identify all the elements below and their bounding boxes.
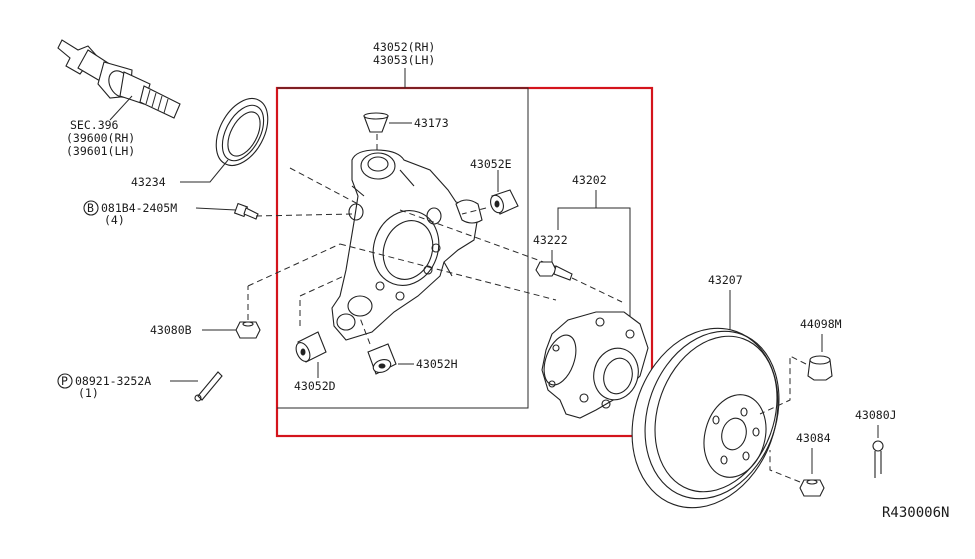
cap-44098m-drawing — [807, 355, 833, 381]
cap-43173-drawing — [363, 112, 389, 133]
label-43052h: 43052H — [416, 357, 458, 371]
label-08921-3252a: 08921-3252A — [75, 374, 151, 388]
nut-43084-drawing — [799, 479, 825, 497]
label-43222: 43222 — [533, 233, 568, 247]
knuckle-group-box — [277, 87, 529, 409]
callout-p: P — [61, 374, 68, 388]
bushing-43052d-drawing — [295, 331, 327, 363]
callout-p-circle — [57, 373, 73, 389]
bushing-43052e-drawing — [490, 189, 519, 215]
label-sec-396-rh: (39600(RH) — [66, 131, 135, 145]
label-sec-396: SEC.396 — [70, 118, 119, 132]
brake-rotor-drawing — [631, 327, 780, 509]
cotter-pin-43080j-drawing — [872, 440, 884, 478]
label-43080b: 43080B — [150, 323, 192, 337]
label-43084: 43084 — [796, 431, 831, 445]
bushing-43052h-drawing — [367, 343, 397, 375]
nut-43080b-drawing — [235, 321, 261, 339]
label-43234: 43234 — [131, 175, 166, 189]
label-43052e: 43052E — [470, 157, 512, 171]
callout-b-circle — [83, 200, 99, 216]
label-sec-396-lh: (39601(LH) — [66, 144, 135, 158]
hub-bearing-drawing — [541, 311, 649, 419]
bolt-081b4-drawing — [233, 202, 259, 220]
label-43207: 43207 — [708, 273, 743, 287]
label-081b4-qty: (4) — [104, 213, 125, 227]
cotter-pin-drawing — [194, 371, 223, 402]
label-08921-qty: (1) — [78, 386, 99, 400]
diagram-reference-code: R430006N — [882, 505, 949, 521]
seal-43234-drawing — [215, 98, 269, 166]
hub-bolt-43222-drawing — [535, 261, 573, 281]
label-43052-rh: 43052(RH) — [373, 40, 435, 54]
label-43080j: 43080J — [855, 408, 897, 422]
drive-shaft-drawing — [57, 39, 181, 121]
label-43173: 43173 — [414, 116, 449, 130]
label-081b4-2405m: 081B4-2405M — [101, 201, 177, 215]
label-44098m: 44098M — [800, 317, 842, 331]
knuckle-drawing — [331, 149, 483, 341]
callout-b: B — [87, 201, 94, 215]
label-43052d: 43052D — [294, 379, 336, 393]
label-43053-lh: 43053(LH) — [373, 53, 435, 67]
label-43202: 43202 — [572, 173, 607, 187]
